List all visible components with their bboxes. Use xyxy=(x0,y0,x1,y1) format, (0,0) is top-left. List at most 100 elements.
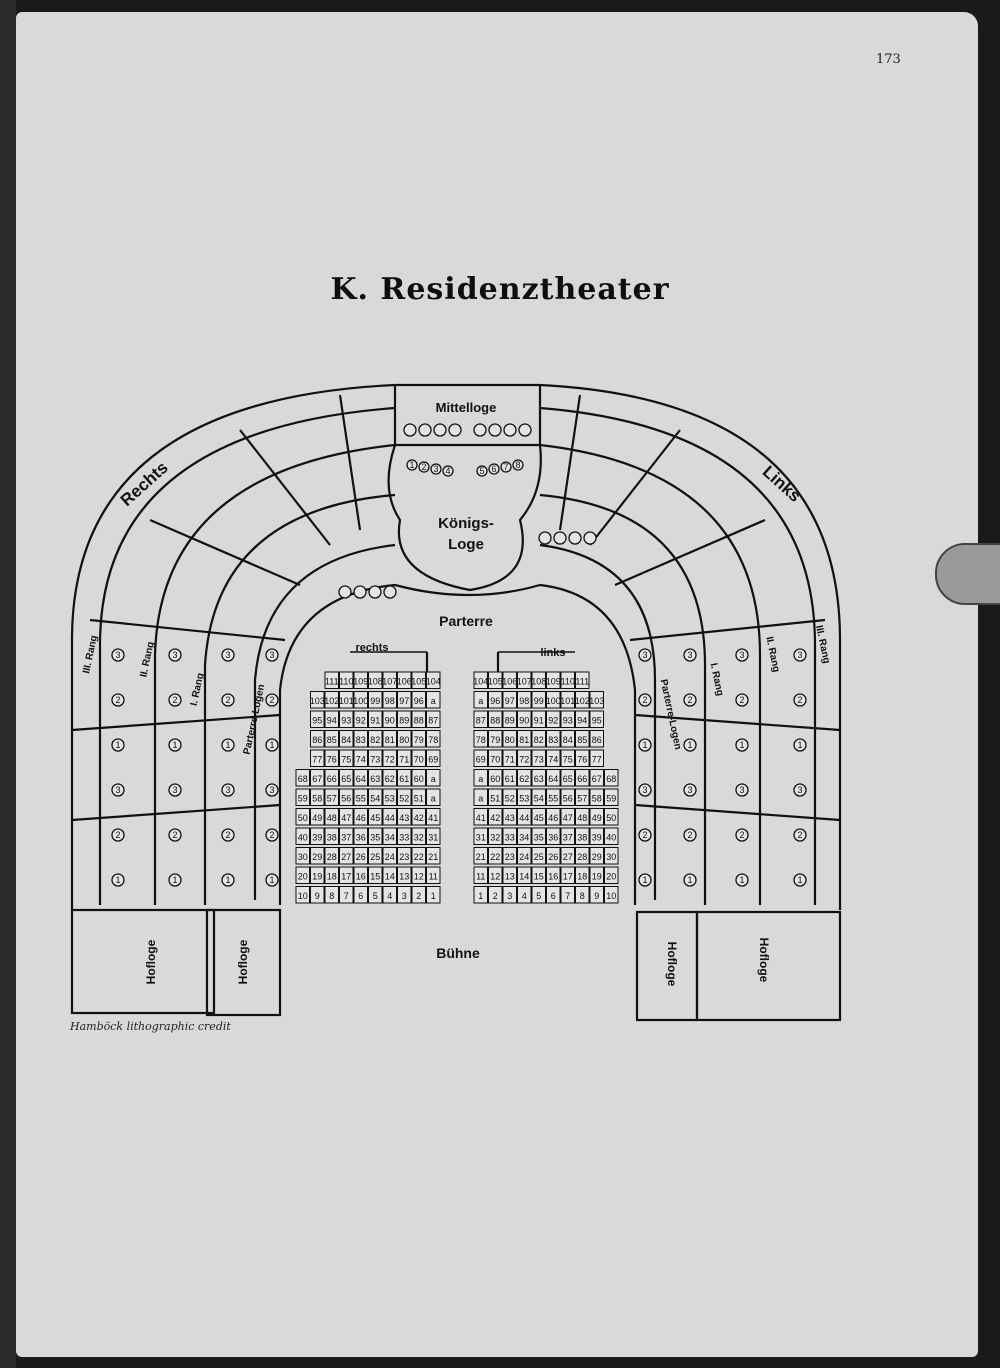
parterre-seat-number: 100 xyxy=(353,696,368,706)
loge-seat-circle xyxy=(265,828,279,842)
loge-seat-circle xyxy=(111,738,125,752)
rang-1-ring-right xyxy=(539,493,707,905)
parterre-seat-number: 2 xyxy=(493,891,498,901)
parterre-rechts-label: rechts xyxy=(355,642,388,654)
koenigsloge-label-line2: Loge xyxy=(448,536,484,553)
parterre-seat-number: a xyxy=(478,774,483,784)
loge-seat-number: 1 xyxy=(115,740,120,750)
parterre-seat-links xyxy=(531,886,546,904)
parterre-seat-number: 20 xyxy=(298,872,308,882)
loge-seat-number: 5 xyxy=(479,466,484,476)
parterre-seat-rechts xyxy=(295,886,310,904)
parterre-seat-number: 92 xyxy=(356,716,366,726)
parterre-seat-number: 54 xyxy=(534,794,544,804)
parterre-seat-rechts xyxy=(353,749,368,767)
parterre-seat-rechts xyxy=(426,710,441,728)
parterre-seat-number: 98 xyxy=(519,696,529,706)
parterre-seat-number: 30 xyxy=(606,852,616,862)
parterre-seat-links xyxy=(575,886,590,904)
loge-seat-number: 3 xyxy=(642,785,647,795)
parterre-seat-rechts xyxy=(411,710,426,728)
parterre-seat-rechts xyxy=(382,886,397,904)
parterre-seat-rechts xyxy=(426,788,441,806)
parterre-seat-number: 103 xyxy=(310,696,325,706)
parterre-seat-number: 8 xyxy=(329,891,334,901)
parterre-seat-number: 39 xyxy=(592,833,602,843)
parterre-seat-number: 16 xyxy=(548,872,558,882)
parterre-seat-links xyxy=(589,847,604,865)
loge-seat-circle xyxy=(793,648,807,662)
parterre-seat-rechts xyxy=(324,847,339,865)
parterre-seat-number: a xyxy=(431,774,436,784)
parterre-seat-rechts xyxy=(397,769,412,787)
parterre-seat-number: 91 xyxy=(534,716,544,726)
parterre-seat-links xyxy=(473,808,488,826)
loge-seat-circle xyxy=(512,459,524,471)
loge-seat-circle xyxy=(111,828,125,842)
loge-seat-circle xyxy=(683,693,697,707)
parterre-seat-number: 59 xyxy=(606,794,616,804)
loge-seat-circle xyxy=(403,423,417,437)
parterre-seat-rechts xyxy=(368,671,383,689)
parterre-seat-links xyxy=(517,730,532,748)
loge-seat-number: 2 xyxy=(739,830,744,840)
parterre-seat-number: 70 xyxy=(490,755,500,765)
parterre-seat-number: 24 xyxy=(385,852,395,862)
parterre-seat-number: 2 xyxy=(416,891,421,901)
parterre-seat-number: 33 xyxy=(399,833,409,843)
parterre-seat-number: 46 xyxy=(548,813,558,823)
parterre-seat-links xyxy=(546,847,561,865)
parterre-seat-number: 66 xyxy=(327,774,337,784)
parterre-seat-links xyxy=(473,671,488,689)
loge-seat-number: 3 xyxy=(269,650,274,660)
parterre-seat-rechts xyxy=(339,691,354,709)
parterre-seat-number: 78 xyxy=(428,735,438,745)
parterre-seat-rechts xyxy=(368,847,383,865)
loge-seat-number: 2 xyxy=(797,830,802,840)
loge-seat-circle xyxy=(538,531,552,545)
loge-seat-circle xyxy=(221,738,235,752)
parterre-seat-links xyxy=(575,788,590,806)
parterre-seat-number: a xyxy=(478,794,483,804)
parterre-seat-rechts xyxy=(397,691,412,709)
parterre-seat-rechts xyxy=(353,671,368,689)
hofloge-label-1: Hofloge xyxy=(144,939,158,984)
parterre-seat-number: 42 xyxy=(490,813,500,823)
parterre-seat-number: 95 xyxy=(312,716,322,726)
parterre-seat-links xyxy=(473,827,488,845)
parterre-seat-rechts xyxy=(368,788,383,806)
parterre-seat-rechts xyxy=(339,808,354,826)
parterre-seat-rechts xyxy=(295,866,310,884)
loge-seat-circle xyxy=(265,648,279,662)
parterre-seat-links xyxy=(560,710,575,728)
parterre-seat-links xyxy=(604,769,619,787)
loge-seat-circle xyxy=(683,873,697,887)
parterre-seat-number: 50 xyxy=(298,813,308,823)
parterre-seat-links xyxy=(560,730,575,748)
parterre-seat-number: 101 xyxy=(560,696,575,706)
parterre-seat-links xyxy=(488,808,503,826)
loge-seat-circle xyxy=(168,738,182,752)
parterre-seat-links xyxy=(473,730,488,748)
parterre-seat-number: 16 xyxy=(356,872,366,882)
loge-seat-number: 3 xyxy=(172,785,177,795)
parterre-seat-links xyxy=(560,847,575,865)
parterre-seat-number: 36 xyxy=(356,833,366,843)
parterre-seat-number: 85 xyxy=(327,735,337,745)
parterre-seat-rechts xyxy=(310,710,325,728)
parterre-seat-rechts xyxy=(426,769,441,787)
parterre-seat-number: 104 xyxy=(426,677,441,687)
parterre-seat-number: 14 xyxy=(385,872,395,882)
parterre-seat-number: 4 xyxy=(387,891,392,901)
parterre-seat-number: 94 xyxy=(577,716,587,726)
parterre-seat-links xyxy=(560,886,575,904)
parterre-seat-links xyxy=(560,866,575,884)
parterre-seat-links xyxy=(488,671,503,689)
loge-seat-number: 1 xyxy=(739,740,744,750)
parterre-seat-number: 1 xyxy=(431,891,436,901)
loge-seat-number: 1 xyxy=(172,875,177,885)
parterre-seat-rechts xyxy=(295,847,310,865)
parterre-seat-links xyxy=(488,788,503,806)
parterre-seat-links xyxy=(560,808,575,826)
loge-seat-circle xyxy=(683,648,697,662)
